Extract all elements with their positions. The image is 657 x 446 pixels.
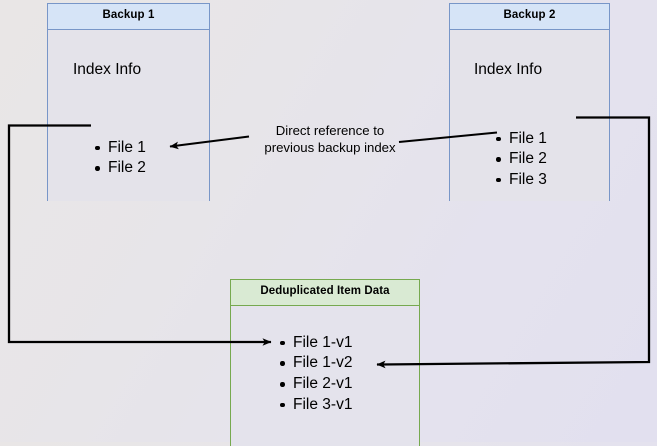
caption-direct-reference: Direct reference to previous backup inde…	[250, 122, 410, 156]
dedup-body: File 1-v1 File 1-v2 File 2-v1 File 3-v1	[231, 305, 419, 446]
backup1-title: Backup 1	[48, 4, 209, 30]
backup2-title: Backup 2	[450, 4, 609, 30]
backup1-body: Index Info File 1 File 2	[48, 29, 209, 201]
list-item: File 2-v1	[280, 374, 352, 395]
list-item: File 1-v2	[280, 353, 352, 374]
list-item: File 1	[496, 129, 547, 150]
dedup-box: Deduplicated Item Data File 1-v1 File 1-…	[230, 279, 420, 446]
backup2-body: Index Info File 1 File 2 File 3	[450, 29, 609, 201]
list-item: File 1	[95, 138, 146, 159]
list-item: File 2	[496, 149, 547, 170]
backup2-box: Backup 2 Index Info File 1 File 2 File 3	[449, 3, 610, 201]
backup1-file-list: File 1 File 2	[95, 138, 146, 179]
backup2-file-list: File 1 File 2 File 3	[496, 129, 547, 191]
backup2-index-label: Index Info	[474, 60, 543, 78]
backup1-index-label: Index Info	[73, 60, 142, 78]
backup1-box: Backup 1 Index Info File 1 File 2	[47, 3, 210, 201]
caption-line-1: Direct reference to	[275, 123, 385, 138]
dedup-item-list: File 1-v1 File 1-v2 File 2-v1 File 3-v1	[280, 333, 352, 416]
list-item: File 3	[496, 170, 547, 191]
list-item: File 2	[95, 158, 146, 179]
dedup-title: Deduplicated Item Data	[231, 280, 419, 306]
list-item: File 1-v1	[280, 333, 352, 354]
list-item: File 3-v1	[280, 395, 352, 416]
caption-line-2: previous backup index	[264, 140, 396, 155]
